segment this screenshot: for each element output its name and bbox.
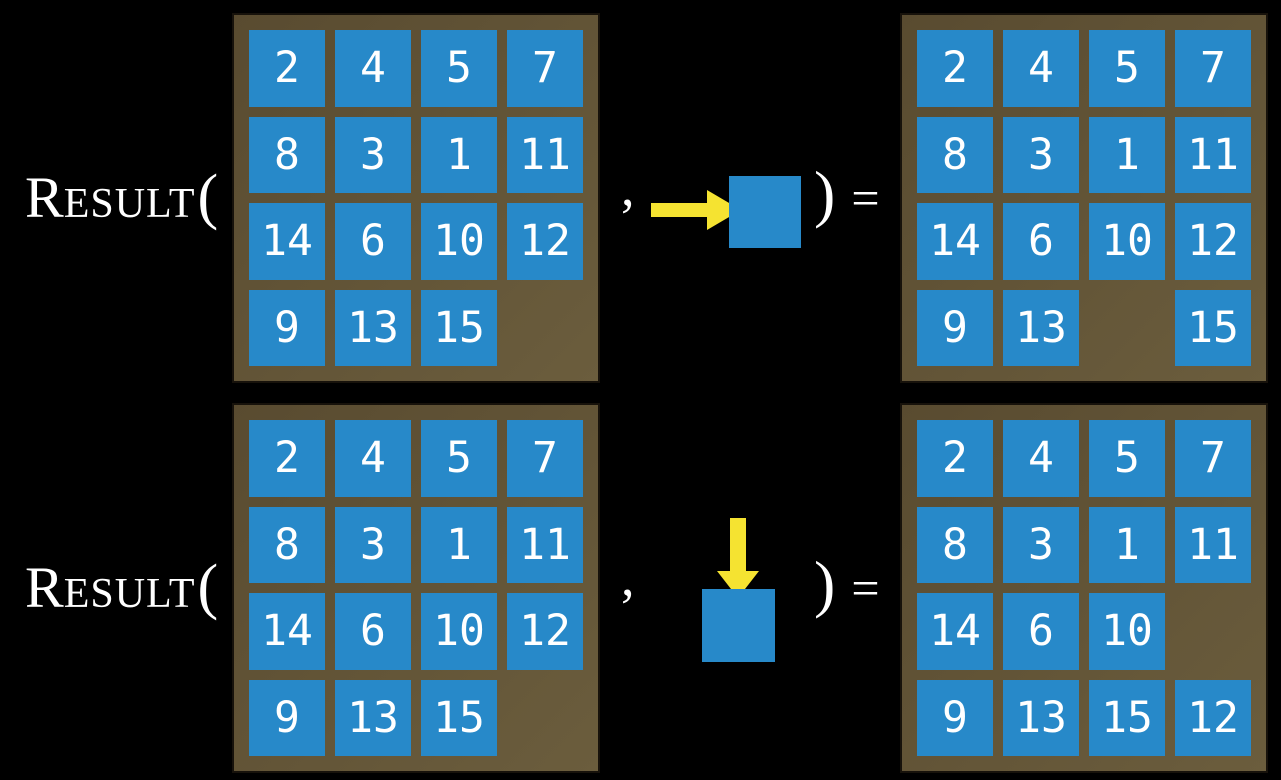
right-arrow-icon: [651, 190, 741, 230]
comma-separator: ,: [621, 157, 635, 217]
puzzle-tile: 13: [335, 289, 411, 366]
puzzle-tile: 6: [335, 593, 411, 670]
empty-cell: [507, 290, 583, 367]
puzzle-tile: 4: [1003, 30, 1079, 107]
puzzle-tile: 11: [507, 116, 583, 193]
puzzle-tile: 1: [1089, 506, 1165, 583]
puzzle-tile: 10: [1089, 593, 1165, 670]
puzzle-tile: 2: [249, 30, 325, 107]
puzzle-tile: 11: [1175, 116, 1251, 193]
function-name-initial: R: [25, 555, 64, 620]
down-arrow-shape: [717, 518, 759, 598]
result-function-label: R ESULT (: [25, 556, 218, 618]
close-paren-equals: ) =: [814, 552, 880, 616]
comma-separator: ,: [621, 547, 635, 607]
puzzle-tile: 6: [1003, 203, 1079, 280]
puzzle-tile: 14: [917, 203, 993, 280]
puzzle-tile: 10: [421, 593, 497, 670]
puzzle-tile: 8: [917, 506, 993, 583]
equals-sign: =: [851, 170, 880, 226]
close-paren: ): [814, 548, 836, 619]
function-name-small-caps: ESULT: [63, 571, 196, 617]
moving-tile-square: [729, 176, 801, 248]
puzzle-tile: 9: [917, 679, 993, 756]
puzzle-tile: 5: [1089, 420, 1165, 497]
equals-sign: =: [851, 560, 880, 616]
puzzle-tile: 8: [249, 116, 325, 193]
puzzle-tile: 15: [421, 289, 497, 366]
puzzle-tile: 2: [249, 420, 325, 497]
puzzle-tile: 7: [507, 420, 583, 497]
puzzle-tile: 2: [917, 30, 993, 107]
puzzle-tile: 15: [1175, 289, 1251, 366]
puzzle-tile: 14: [917, 593, 993, 670]
open-paren: (: [197, 163, 219, 231]
puzzle-tile: 15: [1089, 679, 1165, 756]
puzzle-tile: 5: [421, 420, 497, 497]
puzzle-tile: 7: [1175, 30, 1251, 107]
function-name-initial: R: [25, 165, 64, 230]
puzzle-tile: 11: [507, 506, 583, 583]
puzzle-tile: 7: [1175, 420, 1251, 497]
puzzle-tile: 1: [1089, 116, 1165, 193]
puzzle-tile: 3: [1003, 506, 1079, 583]
puzzle-tile: 12: [1175, 679, 1251, 756]
puzzle-tile: 5: [421, 30, 497, 107]
puzzle-tile: 10: [421, 203, 497, 280]
result-function-label: R ESULT (: [25, 166, 218, 228]
puzzle-tile: 13: [1003, 289, 1079, 366]
right-arrow-shape: [651, 190, 741, 230]
puzzle-tile: 4: [1003, 420, 1079, 497]
puzzle-tile: 15: [421, 679, 497, 756]
puzzle-tile: 1: [421, 506, 497, 583]
moving-tile-square: [702, 589, 775, 662]
down-arrow-icon: [717, 518, 759, 598]
puzzle-tile: 10: [1089, 203, 1165, 280]
empty-cell: [1175, 593, 1251, 670]
puzzle-tile: 13: [1003, 679, 1079, 756]
puzzle-tile: 12: [1175, 203, 1251, 280]
puzzle-tile: 7: [507, 30, 583, 107]
puzzle-tile: 9: [249, 289, 325, 366]
open-paren: (: [197, 553, 219, 621]
puzzle-tile: 14: [249, 593, 325, 670]
puzzle-tile: 4: [335, 30, 411, 107]
puzzle-tile: 6: [335, 203, 411, 280]
puzzle-tile: 8: [249, 506, 325, 583]
puzzle-tile: 3: [335, 116, 411, 193]
puzzle-tile: 8: [917, 116, 993, 193]
puzzle-tile: 14: [249, 203, 325, 280]
puzzle-tile: 4: [335, 420, 411, 497]
puzzle-tile: 3: [335, 506, 411, 583]
puzzle-tile: 11: [1175, 506, 1251, 583]
puzzle-tile: 9: [249, 679, 325, 756]
puzzle-tile: 5: [1089, 30, 1165, 107]
close-paren-equals: ) =: [814, 162, 880, 226]
empty-cell: [507, 680, 583, 757]
close-paren: ): [814, 158, 836, 229]
puzzle-tile: 12: [507, 203, 583, 280]
puzzle-tile: 1: [421, 116, 497, 193]
puzzle-tile: 12: [507, 593, 583, 670]
puzzle-tile: 6: [1003, 593, 1079, 670]
puzzle-tile: 13: [335, 679, 411, 756]
puzzle-tile: 2: [917, 420, 993, 497]
empty-cell: [1089, 290, 1165, 367]
puzzle-tile: 9: [917, 289, 993, 366]
puzzle-tile: 3: [1003, 116, 1079, 193]
function-name-small-caps: ESULT: [63, 181, 196, 227]
